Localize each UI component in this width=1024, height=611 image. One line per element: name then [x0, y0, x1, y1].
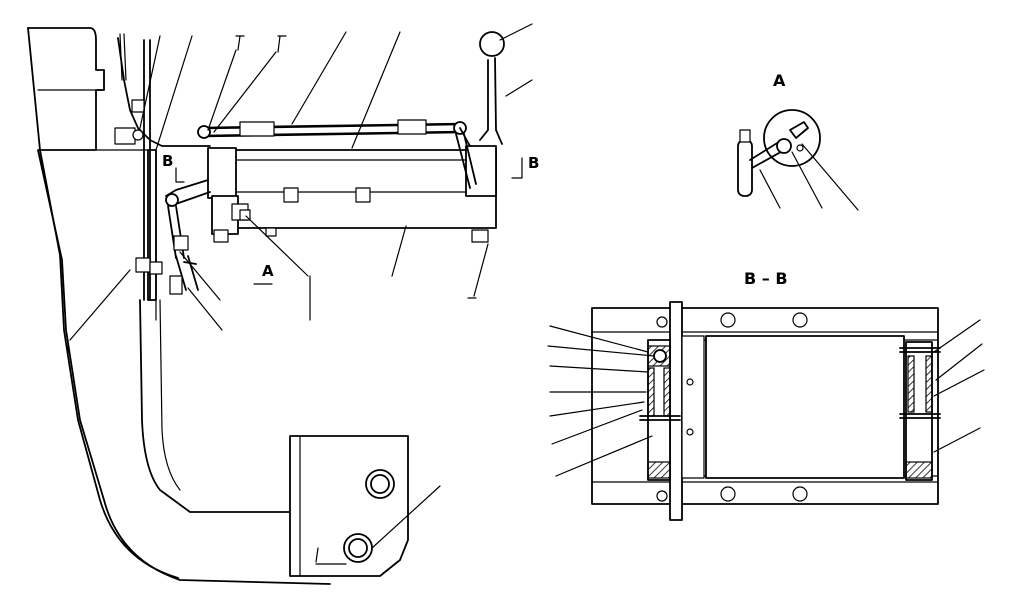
- bolt-head-3: [132, 129, 144, 141]
- right-bushing-hatch-bottom: [905, 461, 933, 479]
- frame-inner-contour: [37, 69, 151, 151]
- bolt-head-2: [131, 99, 145, 113]
- linkage-sleeve-1: [239, 121, 275, 137]
- right-spacer: [907, 355, 915, 413]
- foot-mid: [265, 227, 277, 237]
- frame-outline-left: [27, 27, 179, 579]
- section-bb-title: B – B: [744, 269, 788, 288]
- plate-hole-2: [686, 428, 694, 436]
- bolt-large-top-outer: [365, 469, 395, 499]
- nut-bottom-2: [792, 486, 808, 502]
- view-a: A: [737, 71, 859, 211]
- lower-small-block: [169, 275, 183, 295]
- section-mark-b-left-line: [175, 167, 185, 183]
- lever-knob: [479, 31, 505, 57]
- lower-plate-contour-2: [159, 299, 181, 491]
- main-view: B B A: [27, 23, 539, 585]
- view-a-clip: [789, 121, 809, 139]
- lower-pin: [165, 193, 179, 207]
- view-a-title: A: [773, 71, 786, 90]
- section-bb: B – B: [547, 269, 985, 521]
- view-a-lever-cap: [739, 129, 751, 143]
- linkage-pin-left: [197, 125, 211, 139]
- lower-link-block: [173, 235, 189, 251]
- control-lever: [479, 57, 503, 145]
- nut-top-left: [656, 316, 668, 328]
- control-cable: [117, 37, 211, 147]
- foot-left: [213, 229, 229, 243]
- boss-4: [239, 209, 251, 221]
- leader-lines-section: [547, 319, 985, 477]
- section-inner-window: [705, 335, 905, 479]
- nut-top-2: [792, 312, 808, 328]
- foot-right: [471, 229, 489, 243]
- view-mark-a: A: [262, 262, 274, 280]
- view-a-nut: [796, 144, 804, 152]
- bolt-head-1: [114, 127, 136, 145]
- left-spacer: [647, 367, 655, 417]
- leader-lines-main: [67, 23, 533, 563]
- plate-bolt: [135, 257, 151, 273]
- right-link-arm: [455, 127, 477, 189]
- left-ball: [653, 349, 667, 363]
- linkage-sleeve-2: [397, 119, 427, 135]
- bolt-large-bottom-inner: [348, 538, 368, 558]
- view-a-pin: [776, 138, 792, 154]
- right-spacer-2: [925, 355, 933, 413]
- plate-bolt-2: [149, 261, 163, 275]
- nut-bottom-1: [720, 486, 736, 502]
- section-plate-inner: [681, 335, 705, 479]
- frame-outline: [27, 27, 331, 585]
- left-bushing-hatch-bottom: [647, 461, 671, 479]
- view-a-lever-body: [737, 139, 753, 197]
- plate-hole-1: [686, 378, 694, 386]
- diagonal-rod: [175, 255, 199, 291]
- lower-bracket: [289, 435, 409, 577]
- boss-1: [283, 187, 299, 203]
- boss-2: [355, 187, 371, 203]
- lower-plate-contour: [139, 299, 291, 513]
- section-mark-b-left: B: [162, 152, 173, 170]
- section-plate: [669, 301, 683, 521]
- bolt-large-top-inner: [370, 474, 390, 494]
- leader-lines-view-a: [759, 143, 859, 211]
- section-mark-b-right: B: [528, 154, 539, 172]
- left-spacer-2: [663, 367, 671, 417]
- nut-top-1: [720, 312, 736, 328]
- box-left-block: [207, 147, 237, 199]
- nut-bottom-left: [656, 490, 668, 502]
- section-mark-b-right-line: [511, 157, 523, 179]
